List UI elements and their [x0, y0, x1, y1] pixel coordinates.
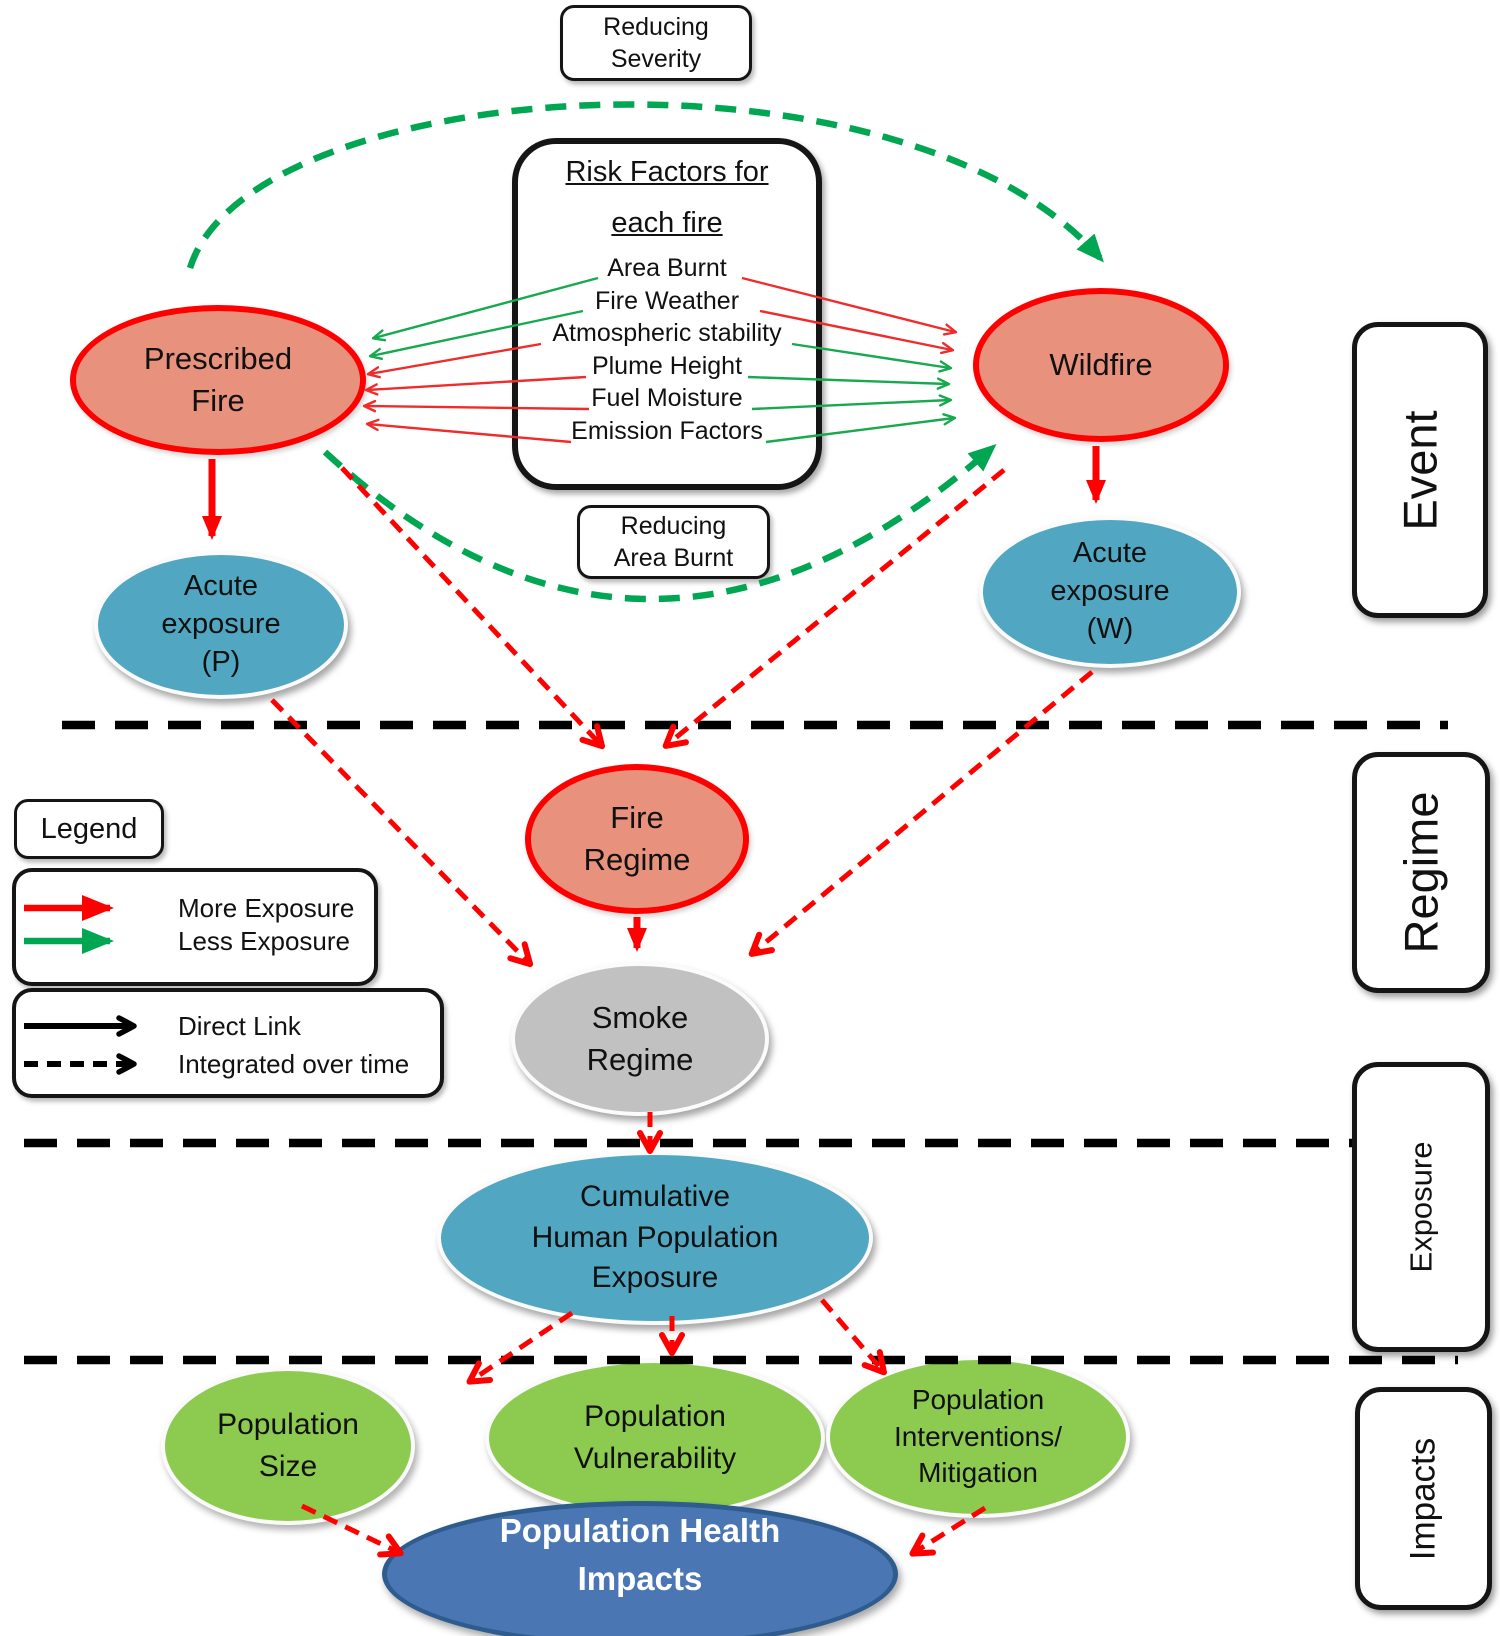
more-exposure-arrow-area-burnt-right — [741, 276, 958, 336]
less-exposure-arrow-plume-right — [747, 375, 951, 390]
reducing-severity-box — [560, 5, 752, 81]
stage-event-box — [1352, 322, 1488, 618]
legend-link-box — [12, 988, 444, 1098]
population-health-impacts-node — [382, 1501, 898, 1636]
stage-separator-lines — [24, 720, 1458, 1365]
more-exposure-arrow-fire-weather-right — [759, 309, 955, 355]
less-exposure-arrow-fuel-right — [751, 394, 953, 411]
stage-regime-box — [1352, 752, 1490, 993]
prescribed-to-fire-regime-arrow — [340, 466, 606, 750]
legend-samples — [24, 895, 137, 1075]
population-vulnerability-node — [485, 1359, 825, 1517]
wildfire-node — [973, 288, 1229, 442]
mitigation-arcs — [186, 101, 1104, 603]
acute-exposure-p-node — [94, 551, 348, 699]
size-to-health-arrow — [300, 1503, 404, 1558]
acute-p-to-smoke-regime-arrow — [270, 698, 534, 968]
less-exposure-arrow-area-burnt-left — [371, 276, 599, 342]
acute-w-to-smoke-regime-arrow — [748, 670, 1094, 957]
less-exposure-arrow-atmospheric-right — [791, 342, 953, 373]
stage-exposure-box — [1352, 1062, 1490, 1352]
direct-arrows — [202, 446, 1106, 952]
acute-exposure-w-node — [979, 516, 1241, 668]
wildfire-to-fire-regime-arrow — [662, 468, 1006, 749]
reducing-severity-arc-arrow — [186, 101, 1104, 269]
more-exposure-arrow-atmospheric-left — [366, 342, 542, 379]
population-size-node — [161, 1367, 415, 1525]
smoke-regime-node — [511, 962, 769, 1116]
prescribed-fire-node — [70, 305, 366, 455]
reducing-area-burnt-arc-arrow — [322, 444, 997, 603]
less-exposure-arrow-emission-right — [765, 413, 957, 444]
risk-factor-arrows-left — [362, 276, 599, 444]
cumulative-to-interventions-arrow — [820, 1298, 887, 1376]
more-exposure-arrow-fuel-left — [362, 399, 590, 413]
interventions-to-health-arrow — [909, 1505, 987, 1557]
stage-impacts-box — [1355, 1387, 1492, 1610]
cumulative-to-size-arrow — [466, 1310, 574, 1385]
legend-exposure-box — [12, 868, 378, 986]
less-exposure-arrow-fire-weather-left — [368, 309, 584, 361]
reducing-area-burnt-box — [577, 505, 770, 579]
integrated-arrows — [270, 466, 1094, 1558]
more-exposure-arrow-plume-left — [364, 375, 587, 396]
fire-regime-node — [525, 764, 749, 914]
more-exposure-arrow-emission-left — [365, 418, 572, 444]
risk-factor-arrows-right — [741, 276, 958, 444]
legend-title-box — [14, 799, 164, 859]
cumulative-exposure-node — [437, 1151, 873, 1325]
